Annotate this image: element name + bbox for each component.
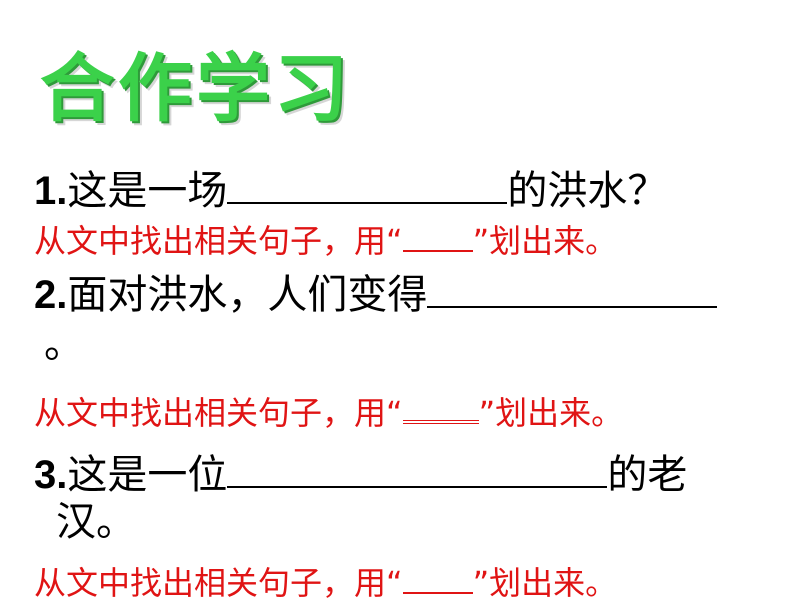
question-3-hint-after: ”划出来。 — [472, 564, 618, 602]
question-1-hint-underline — [402, 224, 473, 252]
question-2-hint-after: ”划出来。 — [478, 394, 624, 432]
question-1-number: 1. — [34, 169, 68, 213]
question-2-text-before: 面对洪水，人们变得 — [67, 272, 428, 318]
question-2: 2.面对洪水，人们变得 — [34, 272, 718, 318]
question-3: 3.这是一位 的老 — [34, 452, 687, 495]
question-2-blank[interactable] — [427, 272, 718, 308]
question-2-hint-double-underline — [402, 394, 479, 424]
page-title: 合作学习 — [40, 46, 352, 132]
question-3-text-before: 这是一位 — [67, 452, 228, 498]
question-2-hint-before: 从文中找出相关句子，用“ — [34, 394, 403, 432]
question-1-blank[interactable] — [227, 168, 508, 204]
question-1-text-before: 这是一场 — [67, 168, 228, 214]
question-3-blank[interactable] — [227, 452, 608, 488]
question-3-text-after: 的老 — [607, 452, 688, 498]
question-1-text-after: 的洪水？ — [507, 168, 668, 214]
question-1-hint: 从文中找出相关句子，用“ ”划出来。 — [34, 224, 617, 257]
question-2-continuation: 。 — [44, 321, 84, 367]
question-3-hint-underline — [402, 566, 473, 594]
question-1-hint-before: 从文中找出相关句子，用“ — [34, 222, 403, 260]
question-3-hint: 从文中找出相关句子，用“ ”划出来。 — [34, 566, 617, 599]
question-1-hint-after: ”划出来。 — [472, 222, 618, 260]
question-3-continuation: 汉。 — [56, 499, 136, 545]
question-3-number: 3. — [34, 453, 68, 497]
question-2-number: 2. — [34, 273, 68, 317]
question-2-hint: 从文中找出相关句子，用“ ”划出来。 — [34, 394, 623, 429]
question-1: 1.这是一场 的洪水？ — [34, 168, 667, 211]
question-3-hint-before: 从文中找出相关句子，用“ — [34, 564, 403, 602]
